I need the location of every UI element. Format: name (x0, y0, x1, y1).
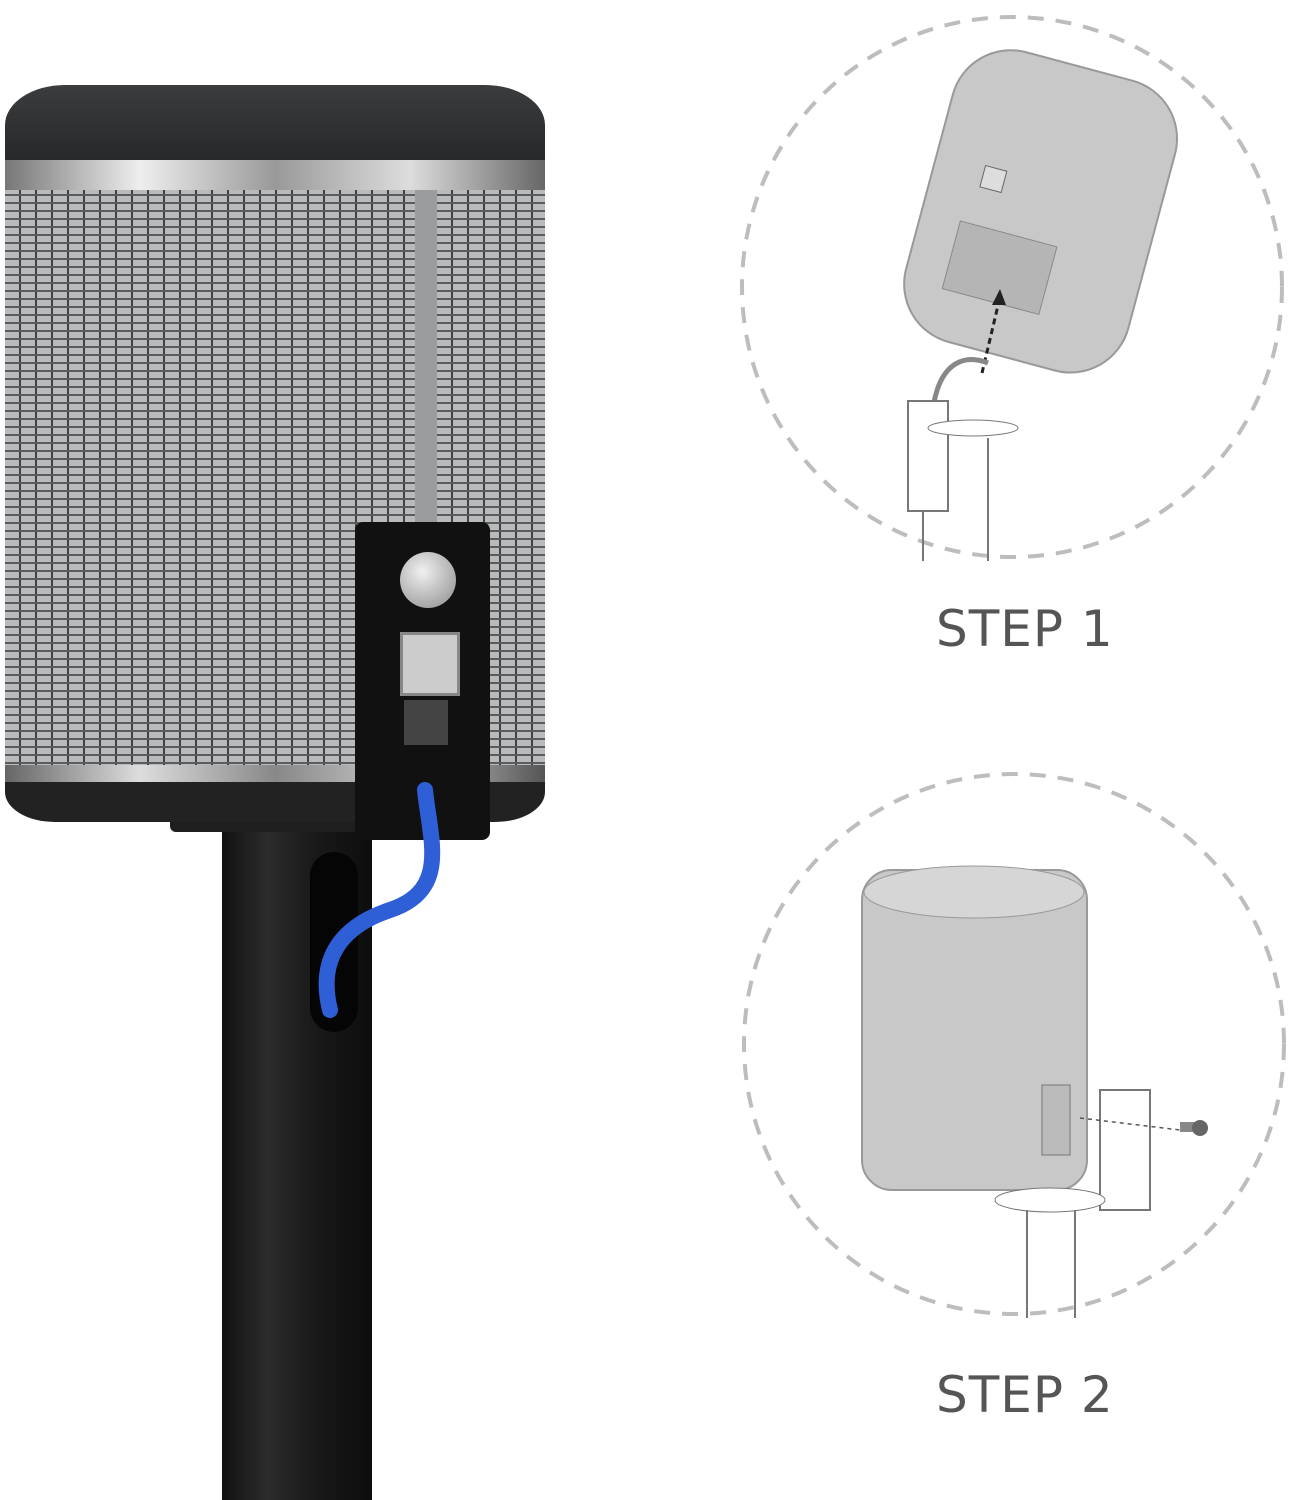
step-1-speaker (903, 49, 1179, 374)
ethernet-port (400, 632, 460, 696)
step-1-diagram (738, 13, 1286, 561)
screw (400, 552, 456, 608)
ethernet-plug (404, 700, 448, 745)
step-2-label: STEP 2 (936, 1366, 1114, 1424)
speaker-grille (5, 190, 545, 770)
step-2-dashed-circle (742, 772, 1286, 1318)
step-2-speaker (861, 865, 1088, 1191)
step-1-dashed-circle (740, 15, 1284, 561)
screw-icon (1180, 1120, 1208, 1136)
ethernet-cable (318, 782, 441, 1018)
step-1-label: STEP 1 (936, 600, 1114, 658)
step-2-diagram (740, 770, 1288, 1318)
bracket (907, 400, 949, 512)
product-photo (0, 0, 640, 1500)
bracket (1099, 1089, 1151, 1211)
